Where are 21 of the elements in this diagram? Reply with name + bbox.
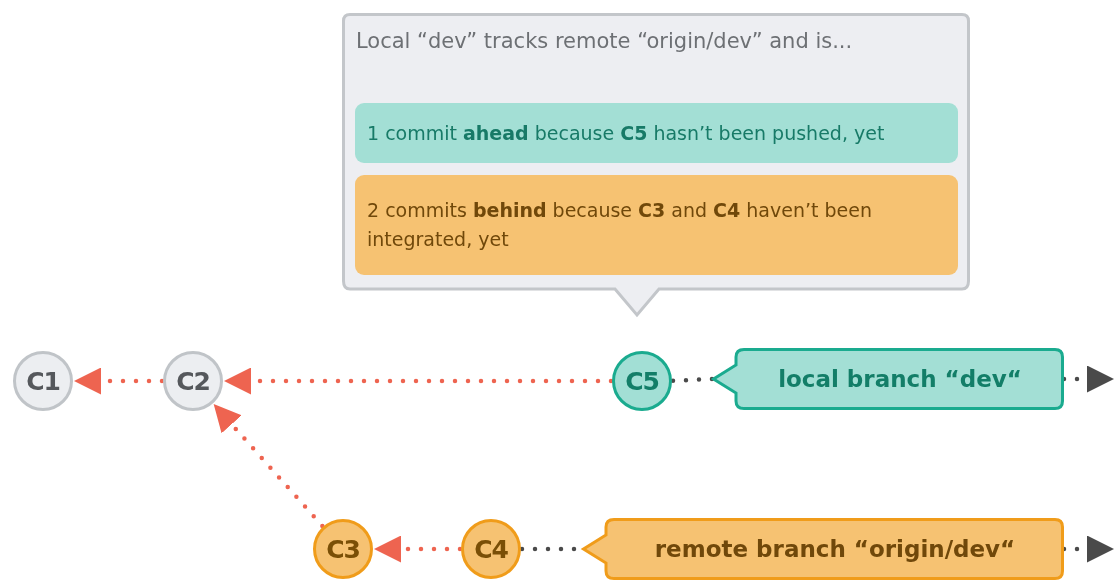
commit-label: C2 (176, 366, 210, 396)
info-text: 1 commit ahead because C5 hasn’t been pushed, yet (367, 120, 885, 146)
branch-label: local branch “dev“ (777, 365, 1023, 394)
commit-circle (612, 351, 672, 411)
branch-tag (712, 348, 1064, 410)
callout-bubble (342, 13, 970, 316)
dotted-arrow (211, 401, 325, 529)
commit-circle (313, 519, 373, 579)
callout-heading: Local “dev” tracks remote “origin/dev” and is... (356, 29, 853, 53)
commit-label: C3 (326, 534, 360, 564)
commit-label: C4 (474, 534, 508, 564)
info-panel (355, 103, 958, 163)
branch-tag (582, 518, 1064, 580)
info-text: 2 commits behind because C3 and C4 haven’t been integrated, yet (367, 198, 873, 252)
commit-label: C1 (26, 366, 60, 396)
commit-circle (461, 519, 521, 579)
info-panel (355, 175, 958, 275)
branch-label: remote branch “origin/dev“ (653, 535, 1017, 564)
commit-circle (13, 351, 73, 411)
commit-circle (163, 351, 223, 411)
commit-label: C5 (625, 366, 659, 396)
